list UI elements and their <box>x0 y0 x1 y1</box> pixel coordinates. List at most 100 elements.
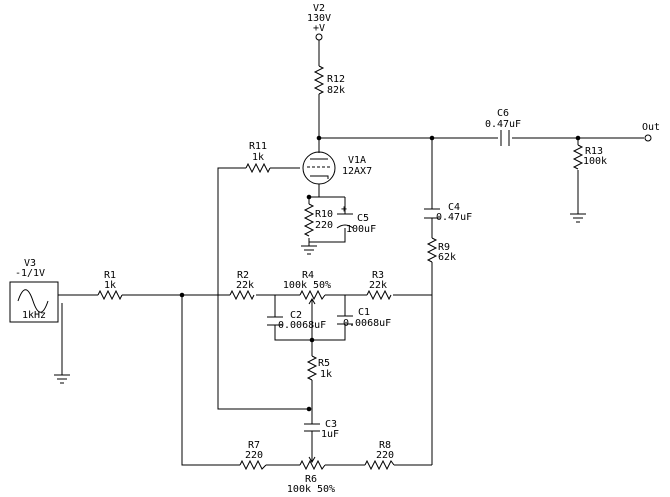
c5-plus: + <box>341 204 347 215</box>
potentiometer-icon <box>299 459 326 471</box>
c4-value: 0.47uF <box>436 212 472 223</box>
r13-value: 100k <box>583 156 607 167</box>
r7-ref: R7 <box>248 440 260 451</box>
r3-ref: R3 <box>372 270 384 281</box>
c2-value: 0.0068uF <box>278 320 326 331</box>
v1a-value: 12AX7 <box>342 166 372 177</box>
r12-ref: R12 <box>327 74 345 85</box>
r4-ref: R4 <box>302 270 314 281</box>
r10-value: 220 <box>315 220 333 231</box>
ground-icon <box>301 245 317 255</box>
c3-value: 1uF <box>321 429 339 440</box>
output-terminal: Out <box>642 122 660 142</box>
junctions <box>179 135 581 412</box>
r7-value: 220 <box>245 450 263 461</box>
r3: R3 22k <box>366 270 392 301</box>
capacitor-icon <box>267 316 283 326</box>
r5: R5 1k <box>306 355 332 381</box>
c4: C4 0.47uF <box>424 202 472 223</box>
capacitor-icon <box>500 130 510 146</box>
wiper-arrow-icon <box>308 456 316 463</box>
r13-ref: R13 <box>585 146 603 157</box>
r12: R12 82k <box>313 65 345 96</box>
output-terminal-icon <box>644 134 652 142</box>
capacitor-icon <box>424 208 440 219</box>
v3-ref: V3 <box>24 258 36 269</box>
r9-ref: R9 <box>438 242 450 253</box>
resistor-icon <box>303 203 315 237</box>
v3-source: V3 -1/1V 1kHz <box>9 258 70 384</box>
c6-value: 0.47uF <box>485 119 521 130</box>
capacitor-icon <box>336 213 354 229</box>
r9: R9 62k <box>426 237 456 263</box>
r2: R2 22k <box>229 270 255 301</box>
junction-cathode <box>306 194 312 200</box>
r9-value: 62k <box>438 252 456 263</box>
r10-ref: R10 <box>315 209 333 220</box>
v2-supply: V2 130V +V <box>307 3 331 41</box>
signal-source-box <box>9 281 59 323</box>
potentiometer-icon <box>299 289 326 301</box>
resistor-icon <box>366 289 392 301</box>
r2-value: 22k <box>236 280 254 291</box>
v1a-ref: V1A <box>348 155 366 166</box>
r4: R4 100k 50% <box>283 270 331 305</box>
r1-ref: R1 <box>104 270 116 281</box>
wiper-arrow-icon <box>308 298 316 305</box>
c2: C2 0.0068uF <box>267 310 326 331</box>
c5: + C5 100uF <box>336 204 376 235</box>
cathode-ground <box>301 245 317 255</box>
r11: R11 1k <box>245 141 271 174</box>
wires <box>58 40 644 466</box>
junction-r13 <box>575 135 581 141</box>
r2-ref: R2 <box>237 270 249 281</box>
ground-icon <box>54 374 70 384</box>
cathode-icon <box>310 175 329 179</box>
c1-value: 0.0068uF <box>343 318 391 329</box>
c1-ref: C1 <box>358 307 370 318</box>
junction-plate <box>316 135 322 141</box>
r8-value: 220 <box>376 450 394 461</box>
resistor-icon <box>313 65 325 95</box>
r1-value: 1k <box>104 280 116 291</box>
c5-ref: C5 <box>357 213 369 224</box>
resistor-icon <box>245 162 271 174</box>
resistor-icon <box>364 459 395 471</box>
r11-ref: R11 <box>249 141 267 152</box>
c6-ref: C6 <box>497 108 509 119</box>
output-label: Out <box>642 122 660 133</box>
resistor-icon <box>229 289 255 301</box>
c3-ref: C3 <box>325 419 337 430</box>
r5-ref: R5 <box>318 358 330 369</box>
r8-ref: R8 <box>379 440 391 451</box>
v3-frequency: 1kHz <box>22 310 46 321</box>
junction-r4-wiper <box>309 337 315 343</box>
v1a-triode: V1A 12AX7 <box>302 151 372 185</box>
r3-value: 22k <box>369 280 387 291</box>
resistor-icon <box>239 459 267 471</box>
r4-value: 100k 50% <box>283 280 331 291</box>
v2-ref: V2 <box>313 3 325 14</box>
r12-value: 82k <box>327 85 345 96</box>
v3-value: -1/1V <box>15 268 45 279</box>
resistor-icon <box>97 289 123 301</box>
junction-c4 <box>429 135 435 141</box>
c6: C6 0.47uF <box>485 108 521 146</box>
r7: R7 220 <box>239 440 267 471</box>
c3: C3 1uF <box>304 419 339 440</box>
c2-ref: C2 <box>290 310 302 321</box>
r5-value: 1k <box>320 369 332 380</box>
capacitor-icon <box>337 315 353 325</box>
junction-input <box>179 292 185 298</box>
r1: R1 1k <box>97 270 123 301</box>
supply-terminal-icon <box>315 33 323 41</box>
r11-value: 1k <box>252 152 264 163</box>
c1: C1 0.0068uF <box>337 307 391 329</box>
c5-value: 100uF <box>346 224 376 235</box>
resistor-icon <box>572 144 584 170</box>
junction-r5-c3 <box>306 406 312 412</box>
c4-ref: C4 <box>448 202 460 213</box>
r6: R6 100k 50% <box>287 456 335 495</box>
r8: R8 220 <box>364 440 395 471</box>
